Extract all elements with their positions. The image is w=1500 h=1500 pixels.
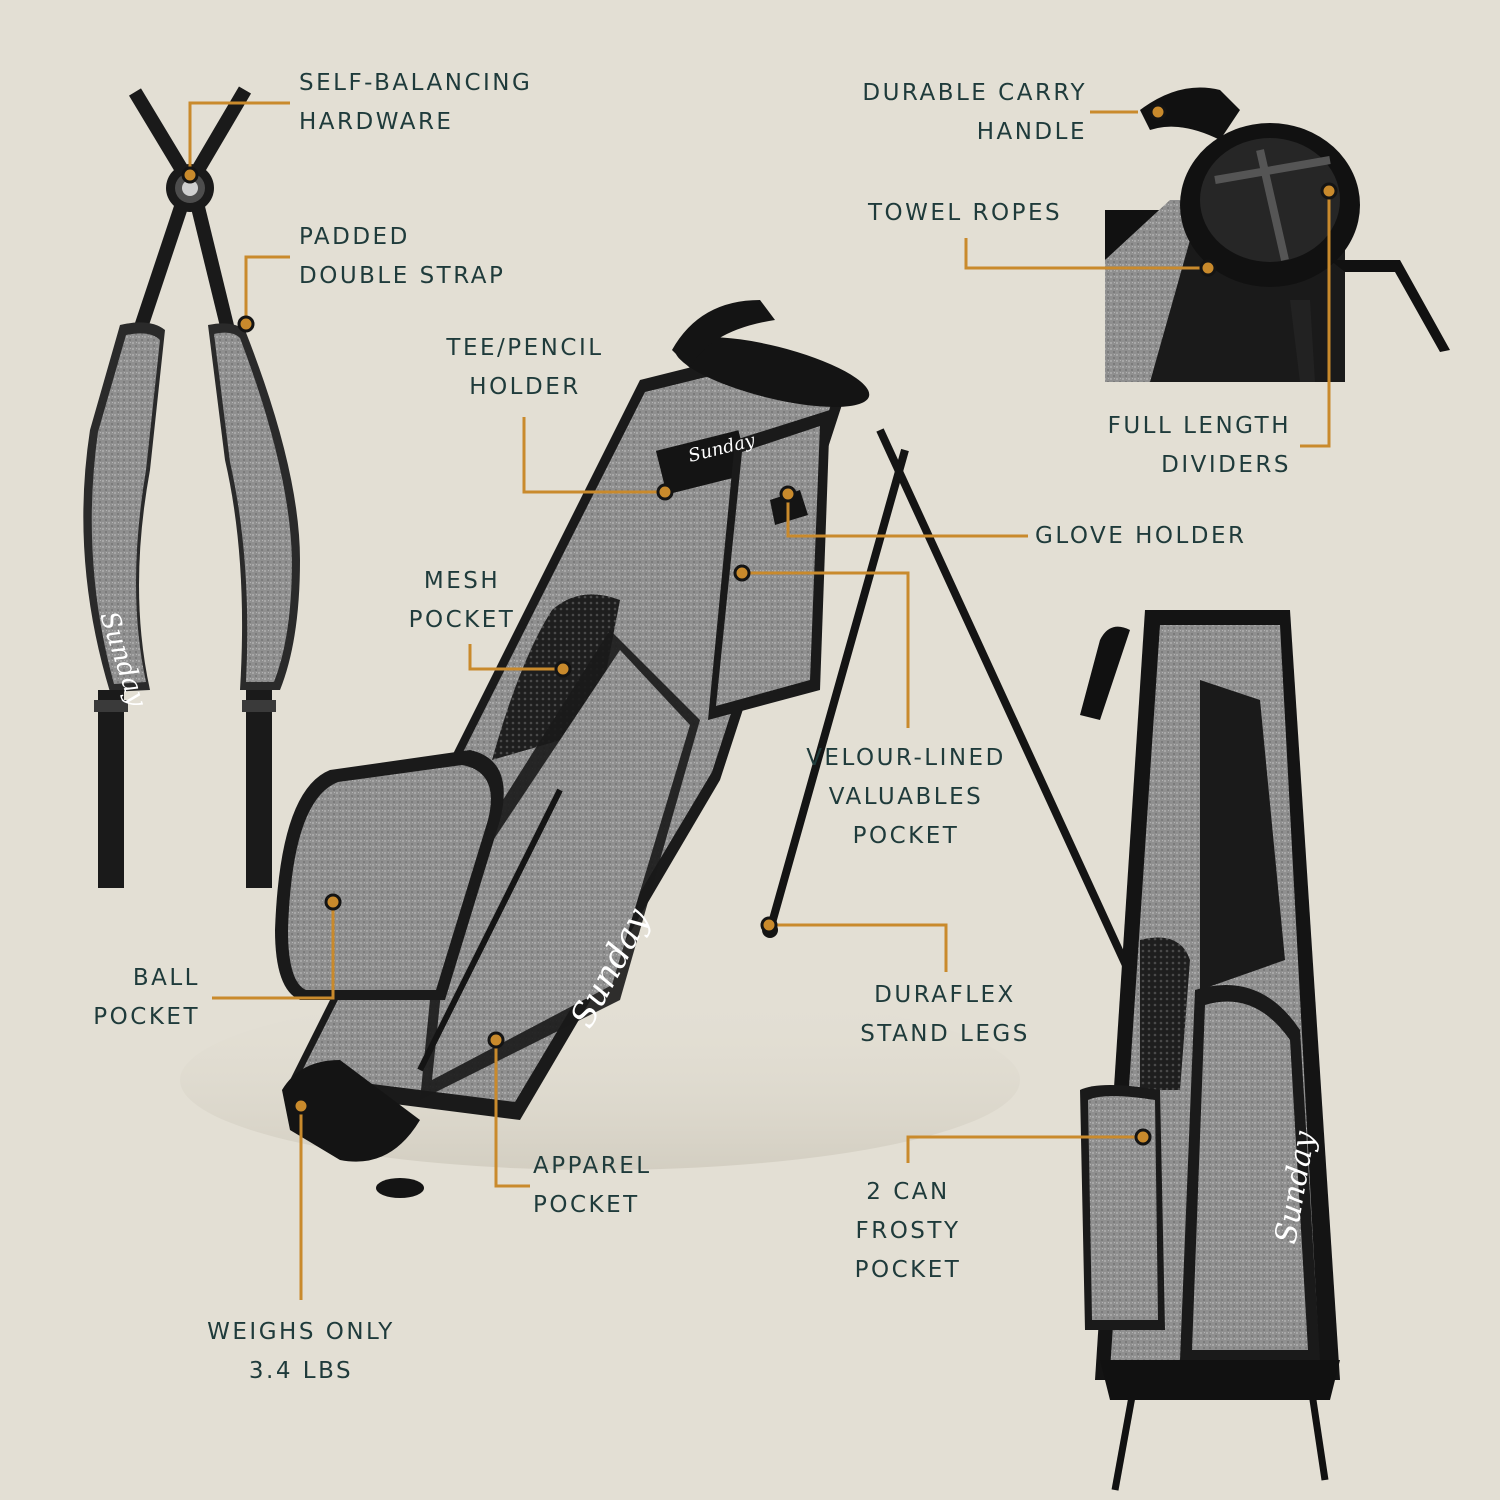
dot-ball-pocket [324, 893, 342, 911]
leader-mesh-pocket [468, 644, 563, 671]
leader-frosty-pocket [906, 1135, 1143, 1163]
dot-mesh-pocket [554, 660, 572, 678]
dot-weighs [292, 1097, 310, 1115]
dot-frosty-pocket [1134, 1128, 1152, 1146]
dot-stand-legs [760, 916, 778, 934]
dot-padded-strap [237, 315, 255, 333]
leader-glove-holder [786, 494, 1028, 538]
leader-tee-holder [522, 417, 665, 494]
leader-lines [188, 101, 1331, 1300]
dot-glove-holder [779, 485, 797, 503]
dot-tee-holder [656, 483, 674, 501]
dot-carry-handle [1149, 103, 1167, 121]
leader-dividers [1300, 191, 1331, 448]
double-strap-illustration [83, 86, 300, 888]
dot-self-balancing [181, 166, 199, 184]
leader-apparel-pocket [494, 1040, 530, 1188]
leader-stand-legs [769, 923, 948, 972]
dot-towel-ropes [1199, 259, 1217, 277]
label-towel-ropes: TOWEL ROPES [868, 200, 1063, 226]
main-bag-illustration [275, 300, 1139, 1198]
leader-ball-pocket [212, 902, 335, 1000]
dot-dividers [1320, 182, 1338, 200]
side-bag-illustration [1080, 610, 1340, 1491]
callout-dots [181, 103, 1338, 1146]
top-inset-illustration [1105, 87, 1450, 382]
dot-valuables-pocket [733, 564, 751, 582]
leader-padded-strap [244, 255, 290, 322]
leader-towel-ropes [964, 238, 1208, 270]
dot-apparel-pocket [487, 1031, 505, 1049]
label-glove-holder: GLOVE HOLDER [1035, 523, 1247, 549]
leader-self-balancing [188, 101, 290, 170]
leader-valuables-pocket [742, 571, 910, 728]
